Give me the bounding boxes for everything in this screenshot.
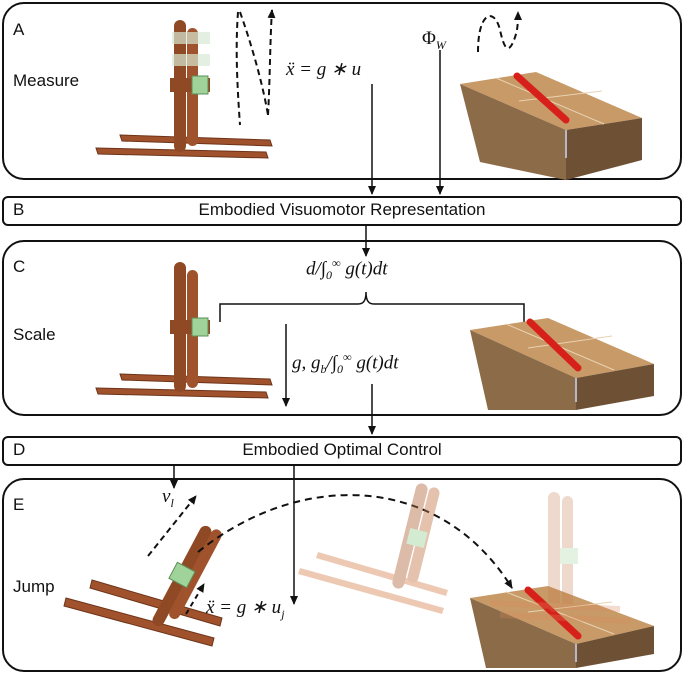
panel-a-label: Measure (13, 71, 80, 90)
equation-velocity: vl (162, 486, 174, 510)
panel-c-label: Scale (13, 325, 56, 344)
box-a (460, 72, 642, 180)
dashed-signal-a (235, 9, 276, 126)
panel-a-letter: A (13, 20, 25, 39)
equation-scale-left: g, gb/∫0∞ g(t)dt (292, 350, 399, 377)
robot-ghost-midair (298, 483, 448, 614)
box-e (470, 586, 654, 668)
robot-ghost-landed (490, 492, 630, 624)
panel-d-control-bar: Embodied Optimal Control (2, 436, 682, 466)
panel-e-label: Jump (13, 577, 55, 596)
panel-d-title: Embodied Optimal Control (242, 440, 442, 459)
equation-phi-w: ΦW (422, 28, 446, 52)
panel-b-letter: B (13, 200, 25, 219)
jump-trajectory (197, 494, 513, 589)
box-c (470, 318, 654, 410)
equation-accel-measure: ẍ = g ∗ u (286, 59, 362, 80)
panel-d-letter: D (13, 440, 26, 459)
robot-standing-a (95, 20, 273, 159)
panel-b-title: Embodied Visuomotor Representation (198, 200, 486, 219)
panel-e-letter: E (13, 495, 25, 514)
equation-accel-jump: ẍ = g ∗ uj (206, 597, 285, 621)
dashed-signal-a-box (477, 11, 522, 53)
equation-scale-top: d/∫0∞ g(t)dt (306, 256, 388, 283)
panel-c-letter: C (13, 257, 26, 276)
robot-leaning-e (63, 525, 223, 647)
robot-standing-c (95, 262, 273, 399)
scale-bracket (219, 291, 525, 322)
panel-b-representation-bar: Embodied Visuomotor Representation (2, 196, 682, 226)
